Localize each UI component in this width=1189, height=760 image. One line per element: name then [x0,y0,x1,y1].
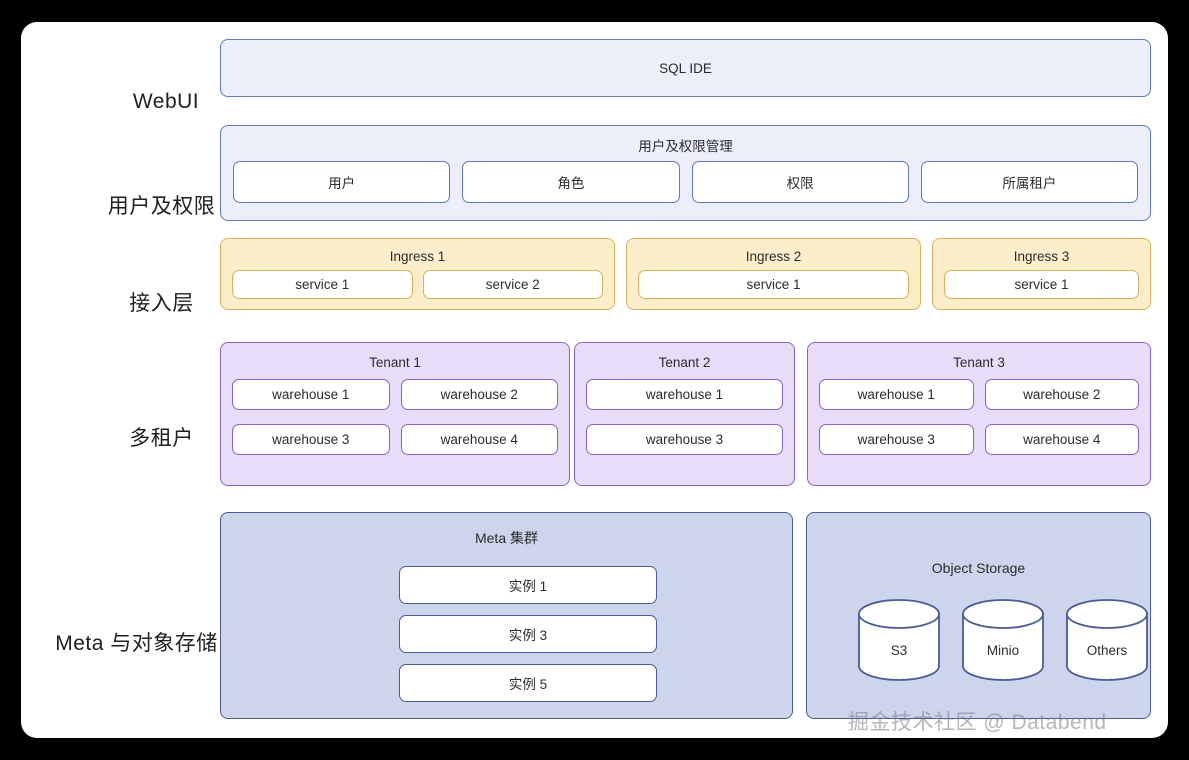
storage-cylinder-minio-label: Minio [986,643,1020,658]
cylinder-icon [1066,599,1148,681]
tenant-1-warehouse-3[interactable]: warehouse 3 [232,424,390,455]
tenant-3-warehouse-4[interactable]: warehouse 4 [984,424,1139,455]
tenant-3-warehouse-1[interactable]: warehouse 1 [819,379,974,410]
cylinder-icon [962,599,1044,681]
meta-instance-1[interactable]: 实例 1 [399,566,657,604]
row-label-tenant: 多租户 [129,427,194,450]
ingress-2-title: Ingress 2 [745,249,802,264]
tenant-1-warehouse-2[interactable]: warehouse 2 [400,379,558,410]
meta-instance-5[interactable]: 实例 5 [399,664,657,702]
meta-cluster-title: Meta 集群 [474,530,538,546]
row-label-storage: Meta 与对象存储 [55,632,218,655]
tenant-3-warehouse-3[interactable]: warehouse 3 [819,424,974,455]
tenant-group-2: Tenant 2 warehouse 1 warehouse 3 [574,342,795,486]
tenant-3-title: Tenant 3 [953,355,1005,370]
row-label-ingress: 接入层 [129,292,194,315]
auth-group-title: 用户及权限管理 [638,139,733,154]
ingress-group-1: Ingress 1 service 1 service 2 [220,238,615,310]
tenant-1-warehouse-4[interactable]: warehouse 4 [400,424,558,455]
auth-item-user[interactable]: 用户 [233,161,451,203]
cylinder-icon [858,599,940,681]
tenant-group-3: Tenant 3 warehouse 1 warehouse 2 warehou… [807,342,1151,486]
ingress-group-2: Ingress 2 service 1 [626,238,921,310]
storage-cylinder-others[interactable]: Others [1065,599,1149,681]
storage-cylinder-others-label: Others [1086,643,1128,658]
ingress-3-service-1[interactable]: service 1 [944,270,1139,299]
storage-cylinder-s3[interactable]: S3 [857,599,941,681]
ingress-1-service-1[interactable]: service 1 [232,270,413,299]
sql-ide-label: SQL IDE [659,61,712,76]
ingress-2-service-1[interactable]: service 1 [638,270,909,299]
object-storage-title: Object Storage [931,560,1026,576]
auth-group: 用户及权限管理 用户 角色 权限 所属租户 [220,125,1151,221]
diagram-card: WebUI 用户及权限 接入层 多租户 Meta 与对象存储 SQL IDE 用… [21,22,1168,738]
tenant-2-title: Tenant 2 [658,355,711,370]
sql-ide-box[interactable]: SQL IDE [220,39,1151,97]
watermark: 掘金技术社区 @ Databend [848,711,1107,734]
ingress-1-service-2[interactable]: service 2 [422,270,603,299]
tenant-1-title: Tenant 1 [369,355,421,370]
auth-item-role[interactable]: 角色 [462,161,680,203]
auth-item-tenant[interactable]: 所属租户 [920,161,1138,203]
storage-cylinder-s3-label: S3 [890,643,908,658]
tenant-3-warehouse-2[interactable]: warehouse 2 [984,379,1139,410]
storage-cylinder-minio[interactable]: Minio [961,599,1045,681]
row-label-auth: 用户及权限 [107,195,216,218]
tenant-2-warehouse-1[interactable]: warehouse 1 [586,379,783,410]
ingress-group-3: Ingress 3 service 1 [932,238,1151,310]
tenant-1-warehouse-1[interactable]: warehouse 1 [232,379,390,410]
meta-cluster-group: Meta 集群 实例 1 实例 3 实例 5 [220,512,793,719]
row-label-webui: WebUI [132,90,200,113]
ingress-1-title: Ingress 1 [389,249,446,264]
object-storage-group: Object Storage S3 Minio Others [806,512,1151,719]
ingress-3-title: Ingress 3 [1013,249,1070,264]
tenant-2-warehouse-3[interactable]: warehouse 3 [586,424,783,455]
tenant-group-1: Tenant 1 warehouse 1 warehouse 2 warehou… [220,342,570,486]
meta-instance-3[interactable]: 实例 3 [399,615,657,653]
auth-item-permission[interactable]: 权限 [691,161,909,203]
